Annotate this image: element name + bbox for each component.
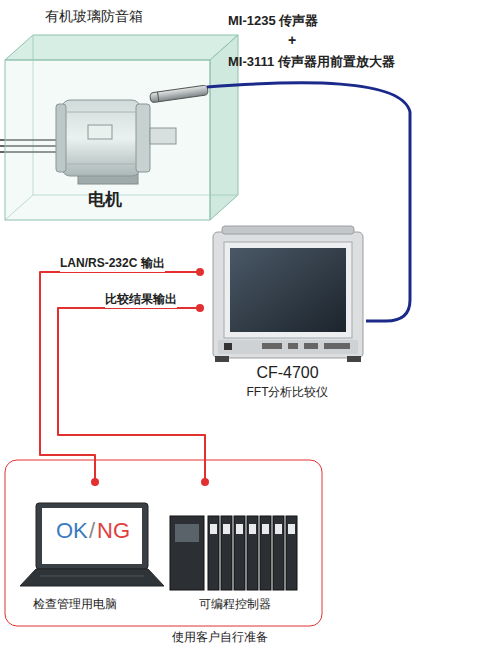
fft-analyzer — [213, 226, 363, 362]
plc-module-label — [223, 524, 230, 534]
plc-module — [273, 516, 284, 590]
ok-text: OK — [56, 518, 88, 544]
motor-box: 电机 — [50, 90, 185, 215]
region-caption: 使用客户自行准备 — [140, 629, 300, 646]
mic-model: MI-1235 传声器 — [228, 12, 318, 30]
plc-module — [286, 516, 297, 590]
plc-module — [247, 516, 258, 590]
pc-label: 检查管理用电脑 — [20, 596, 130, 613]
plc-module-label — [236, 524, 243, 534]
device-name: FFT分析比较仪 — [200, 384, 375, 401]
preamp-model: MI-3111 传声器用前置放大器 — [228, 53, 395, 71]
connector-dot — [196, 304, 204, 312]
plc-box: 可编程控制器 — [165, 482, 305, 618]
device-box: CF-4700FFT分析比较仪 — [200, 228, 375, 400]
connector-dot — [91, 478, 99, 486]
edge-label: 比较结果输出 — [105, 291, 177, 308]
plc-module-label — [275, 524, 282, 534]
acrylic-front — [5, 60, 210, 220]
slash-text: / — [89, 518, 95, 544]
signal-cable — [58, 308, 205, 482]
microphone — [150, 85, 209, 103]
plus-sign: + — [288, 32, 296, 48]
ng-text: NG — [97, 518, 130, 544]
plc-module-label — [288, 524, 295, 534]
edge-label: LAN/RS-232C 输出 — [60, 255, 165, 272]
plc-module — [221, 516, 232, 590]
laptop — [20, 503, 164, 586]
motor-label: 电机 — [50, 188, 160, 211]
signal-cable — [40, 272, 200, 482]
plc-module-label — [210, 524, 217, 534]
plc-module — [234, 516, 245, 590]
device-model: CF-4700 — [200, 364, 375, 382]
plc-module — [208, 516, 219, 590]
enclosure: 有机玻璃防音箱电机 — [5, 35, 240, 225]
enclosure-title: 有机玻璃防音箱 — [45, 8, 143, 26]
plc-label: 可编程控制器 — [185, 596, 285, 613]
connector-dot — [196, 268, 204, 276]
plc-module-label — [249, 524, 256, 534]
plc — [170, 516, 297, 590]
plc-module — [260, 516, 271, 590]
pc-box: OK/NG 检查管理用电脑 — [20, 482, 150, 618]
customer-region — [5, 460, 322, 626]
acrylic-box — [5, 35, 238, 220]
connector-dot — [201, 478, 209, 486]
customer-region: 使用客户自行准备 OK/NG 检查管理用电脑 可编程控制器 — [5, 460, 323, 650]
plc-module-label — [262, 524, 269, 534]
